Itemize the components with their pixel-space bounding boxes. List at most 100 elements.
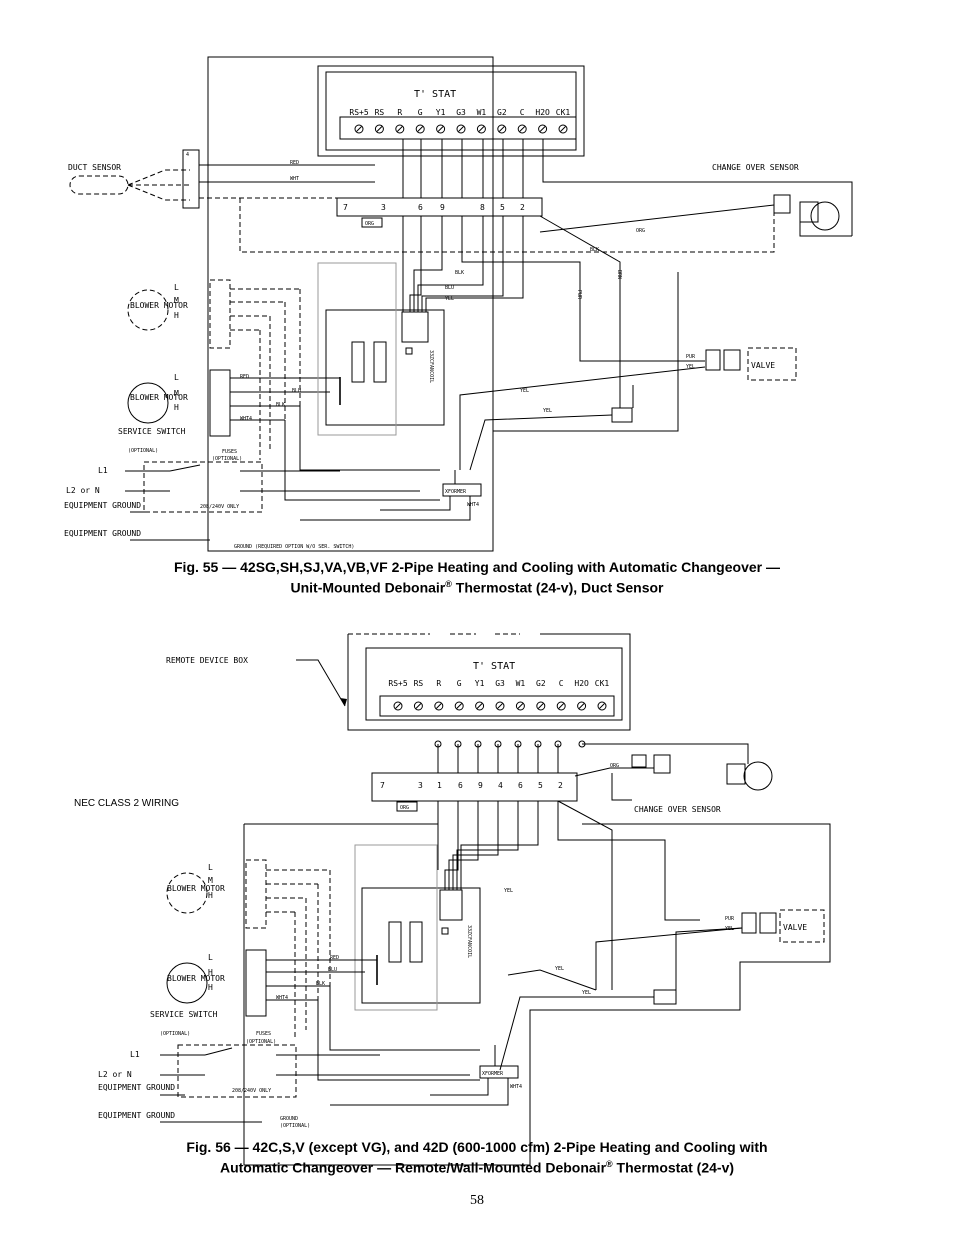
svg-text:ORG: ORG (365, 221, 374, 227)
svg-text:EQUIPMENT GROUND: EQUIPMENT GROUND (64, 501, 141, 510)
fig55-control-board (325, 309, 445, 426)
svg-text:PUR: PUR (576, 290, 582, 300)
fig55-screw (395, 124, 405, 134)
svg-text:BLU: BLU (445, 285, 454, 291)
svg-text:6: 6 (418, 203, 423, 212)
svg-text:(OPTIONAL): (OPTIONAL) (246, 1039, 276, 1045)
svg-text:WHT: WHT (290, 176, 299, 182)
fig55-screw (415, 124, 425, 134)
svg-text:YEL: YEL (555, 966, 564, 972)
svg-text:WHT4: WHT4 (276, 995, 288, 1001)
fig56-blower-motor-1 (166, 872, 208, 914)
svg-text:YEL: YEL (582, 990, 591, 996)
fig56-screw (597, 701, 607, 711)
fig56-xformer (479, 1065, 519, 1079)
svg-text:EQUIPMENT GROUND: EQUIPMENT GROUND (98, 1111, 175, 1120)
fig56-terminal-w1: W1 (516, 679, 526, 688)
fig56-screw (495, 701, 505, 711)
fig56-terminal-rs: RS (414, 679, 424, 688)
svg-text:L2 or N: L2 or N (98, 1070, 132, 1079)
svg-text:FUSES: FUSES (256, 1031, 271, 1037)
fig55-screw (436, 124, 446, 134)
svg-text:EQUIPMENT GROUND: EQUIPMENT GROUND (64, 529, 141, 538)
svg-text:RED: RED (330, 955, 339, 961)
fig56-service-switch-label: SERVICE SWITCH (150, 1010, 218, 1019)
fig56-wire-drops (434, 740, 586, 773)
svg-text:YEL: YEL (520, 388, 529, 394)
fig56-screw (556, 701, 566, 711)
fig55-xformer (442, 483, 482, 497)
fig55-duct-sensor (69, 175, 129, 195)
svg-text:YEL: YEL (445, 296, 454, 302)
fig56-terminal-screws (393, 701, 607, 711)
fig56-terminal-g3: G3 (495, 679, 505, 688)
svg-text:7: 7 (380, 781, 385, 790)
fig56-tstat-box (365, 647, 623, 721)
fig56-screw (413, 701, 423, 711)
svg-text:M: M (174, 389, 179, 398)
svg-text:6: 6 (518, 781, 523, 790)
svg-text:PUR: PUR (725, 916, 735, 922)
svg-text:H: H (208, 891, 213, 900)
fig55-terminal-rs: RS (375, 108, 385, 117)
fig55-change-over-sensor (810, 201, 840, 231)
fig55-terminal-strip (336, 197, 543, 217)
fig56-terminal-rs5: RS+5 (388, 679, 407, 688)
svg-text:3: 3 (418, 781, 423, 790)
svg-text:RED: RED (240, 374, 249, 380)
svg-text:GROUND (REQUIRED OPTION W/O SE: GROUND (REQUIRED OPTION W/O SER. SWITCH) (234, 544, 354, 550)
fig55-screw (476, 124, 486, 134)
svg-text:L1: L1 (130, 1050, 140, 1059)
fig56-caption-line2: Automatic Changeover — Remote/Wall-Mount… (219, 1159, 735, 1176)
fig55-screw (374, 124, 384, 134)
fig56-terminal-strip (371, 772, 578, 802)
fig55-screw (517, 124, 527, 134)
fig55-change-over-label: CHANGE OVER SENSOR (712, 163, 799, 172)
fig55-tstat-title: T' STAT (414, 89, 456, 100)
fig56-screw (515, 701, 525, 711)
fig56-terminal-ck1: CK1 (595, 679, 610, 688)
svg-text:(OPTIONAL): (OPTIONAL) (212, 456, 242, 462)
fig56-caption: Fig. 56 — 42C,S,V (except VG), and 42D (… (0, 1139, 954, 1177)
svg-text:1: 1 (437, 781, 442, 790)
fig55-screw (497, 124, 507, 134)
svg-text:(OPTIONAL): (OPTIONAL) (128, 448, 158, 454)
fig55-tstat-box (317, 65, 585, 157)
svg-text:ORG: ORG (610, 763, 619, 769)
svg-text:BLU: BLU (328, 967, 337, 973)
fig56-screw (454, 701, 464, 711)
svg-text:H: H (208, 968, 213, 977)
svg-text:XFORMER: XFORMER (445, 489, 467, 495)
fig56-control-board (361, 887, 481, 1004)
svg-text:ORG: ORG (400, 805, 409, 811)
svg-text:5: 5 (538, 781, 543, 790)
fig55-terminal-g2: G2 (497, 108, 507, 117)
fig56-terminal-y1: Y1 (475, 679, 485, 688)
svg-text:RED: RED (290, 160, 299, 166)
svg-text:ORG: ORG (636, 228, 645, 234)
fig55-blower-motor-2 (127, 382, 169, 424)
fig56-tstat-title: T' STAT (473, 661, 515, 672)
svg-text:33ZCFANCOIL: 33ZCFANCOIL (466, 925, 472, 958)
svg-text:FUSES: FUSES (222, 449, 237, 455)
svg-text:L1: L1 (98, 466, 108, 475)
fig55-terminal-y1: Y1 (436, 108, 446, 117)
fig55-terminal-w1: W1 (477, 108, 487, 117)
fig56-screw (393, 701, 403, 711)
svg-text:WHT4: WHT4 (510, 1084, 522, 1090)
fig55-unit-enclosure (207, 56, 494, 552)
fig56-terminal-h2o: H2O (574, 679, 589, 688)
svg-text:L: L (208, 863, 213, 872)
fig55-terminal-g: G (418, 108, 423, 117)
svg-text:PUR: PUR (686, 354, 696, 360)
svg-text:(OPTIONAL): (OPTIONAL) (160, 1031, 190, 1037)
fig55-service-switch-label: SERVICE SWITCH (118, 427, 186, 436)
fig55-screw (538, 124, 548, 134)
svg-text:5: 5 (500, 203, 505, 212)
svg-text:BLOWER MOTOR: BLOWER MOTOR (167, 974, 225, 983)
fig55-terminal-r: R (397, 108, 402, 117)
